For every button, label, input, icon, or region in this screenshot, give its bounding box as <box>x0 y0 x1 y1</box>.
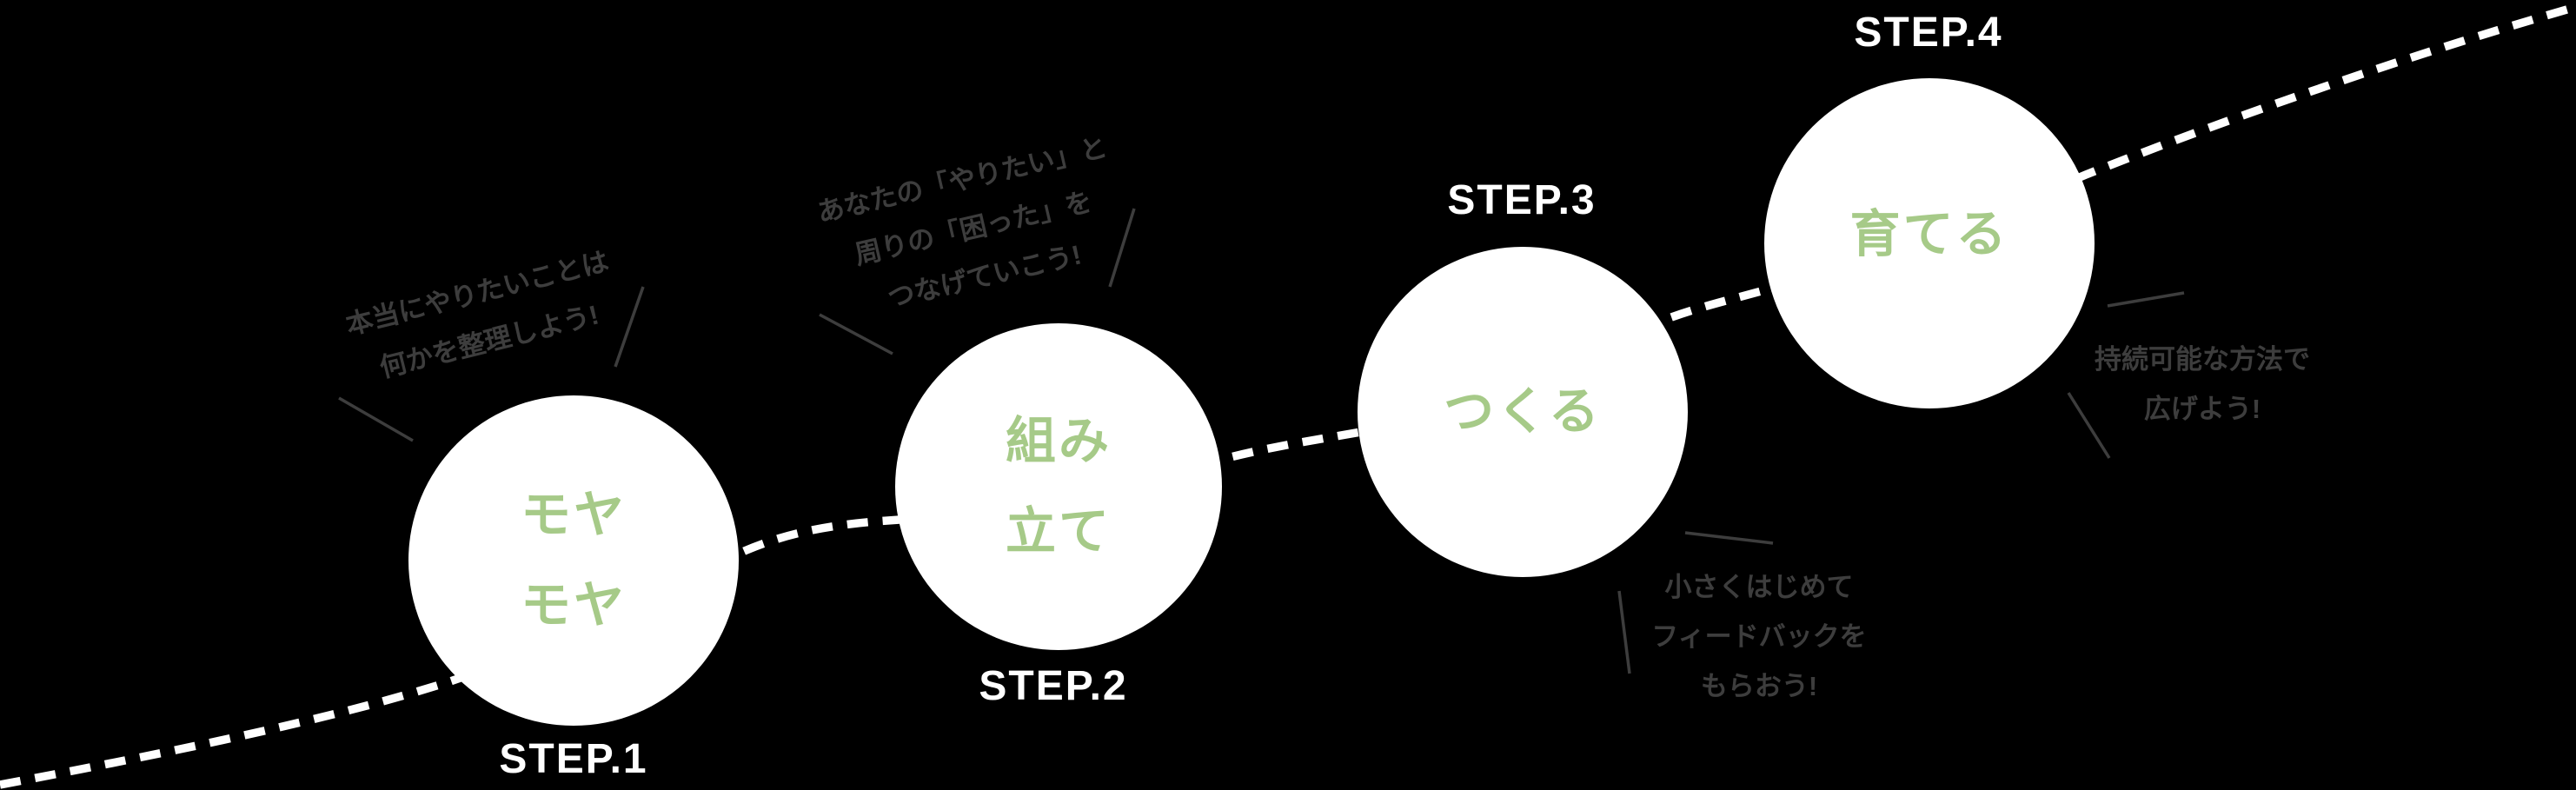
step4-annotation-line2: 広げよう! <box>2143 394 2261 424</box>
step3-annotation-line3: もらおう! <box>1700 671 1818 701</box>
step3-keyword: つくる <box>1444 367 1602 457</box>
step3-annotation-line2: フィードバックを <box>1651 621 1867 652</box>
step2-keyword-line1: 組み <box>1005 413 1112 469</box>
step1-annotation-pointer-left <box>338 396 414 442</box>
step2-annotation-pointer-right <box>1108 208 1136 288</box>
step1-keyword: モヤ モヤ <box>521 470 627 651</box>
step4-annotation-line1: 持続可能な方法で <box>2095 344 2310 375</box>
step1-keyword-line1: モヤ <box>520 487 627 543</box>
step3-circle: つくる <box>1358 247 1688 577</box>
step2-keyword: 組み 立て <box>1006 396 1112 577</box>
step3-label: STEP.3 <box>1447 177 1597 223</box>
step3-annotation-pointer-top <box>1684 531 1774 545</box>
step4-label: STEP.4 <box>1854 10 2003 56</box>
step4-annotation-pointer-top <box>2107 291 2185 308</box>
step4-annotation: 持続可能な方法で 広げよう! <box>2015 335 2389 434</box>
step2-circle: 組み 立て <box>895 323 1222 650</box>
step4-keyword-line1: 育てる <box>1849 206 2009 262</box>
step3-annotation: 小さくはじめて フィードバックを もらおう! <box>1572 562 1946 711</box>
step3-keyword-line1: つくる <box>1444 383 1602 440</box>
step2-annotation-pointer-left <box>819 313 893 355</box>
step3-annotation-line1: 小さくはじめて <box>1664 572 1854 602</box>
step1-circle: モヤ モヤ <box>408 395 739 726</box>
step1-label: STEP.1 <box>499 736 648 782</box>
step4-annotation-pointer-left <box>2067 392 2111 459</box>
step2-keyword-line2: 立て <box>1005 503 1112 560</box>
step3-annotation-pointer-left <box>1617 590 1631 674</box>
step1-keyword-line2: モヤ <box>520 577 627 634</box>
step4-keyword: 育てる <box>1849 189 2008 280</box>
step4-circle: 育てる <box>1764 78 2095 408</box>
step2-label: STEP.2 <box>979 663 1128 709</box>
step1-annotation-pointer-right <box>614 286 645 368</box>
